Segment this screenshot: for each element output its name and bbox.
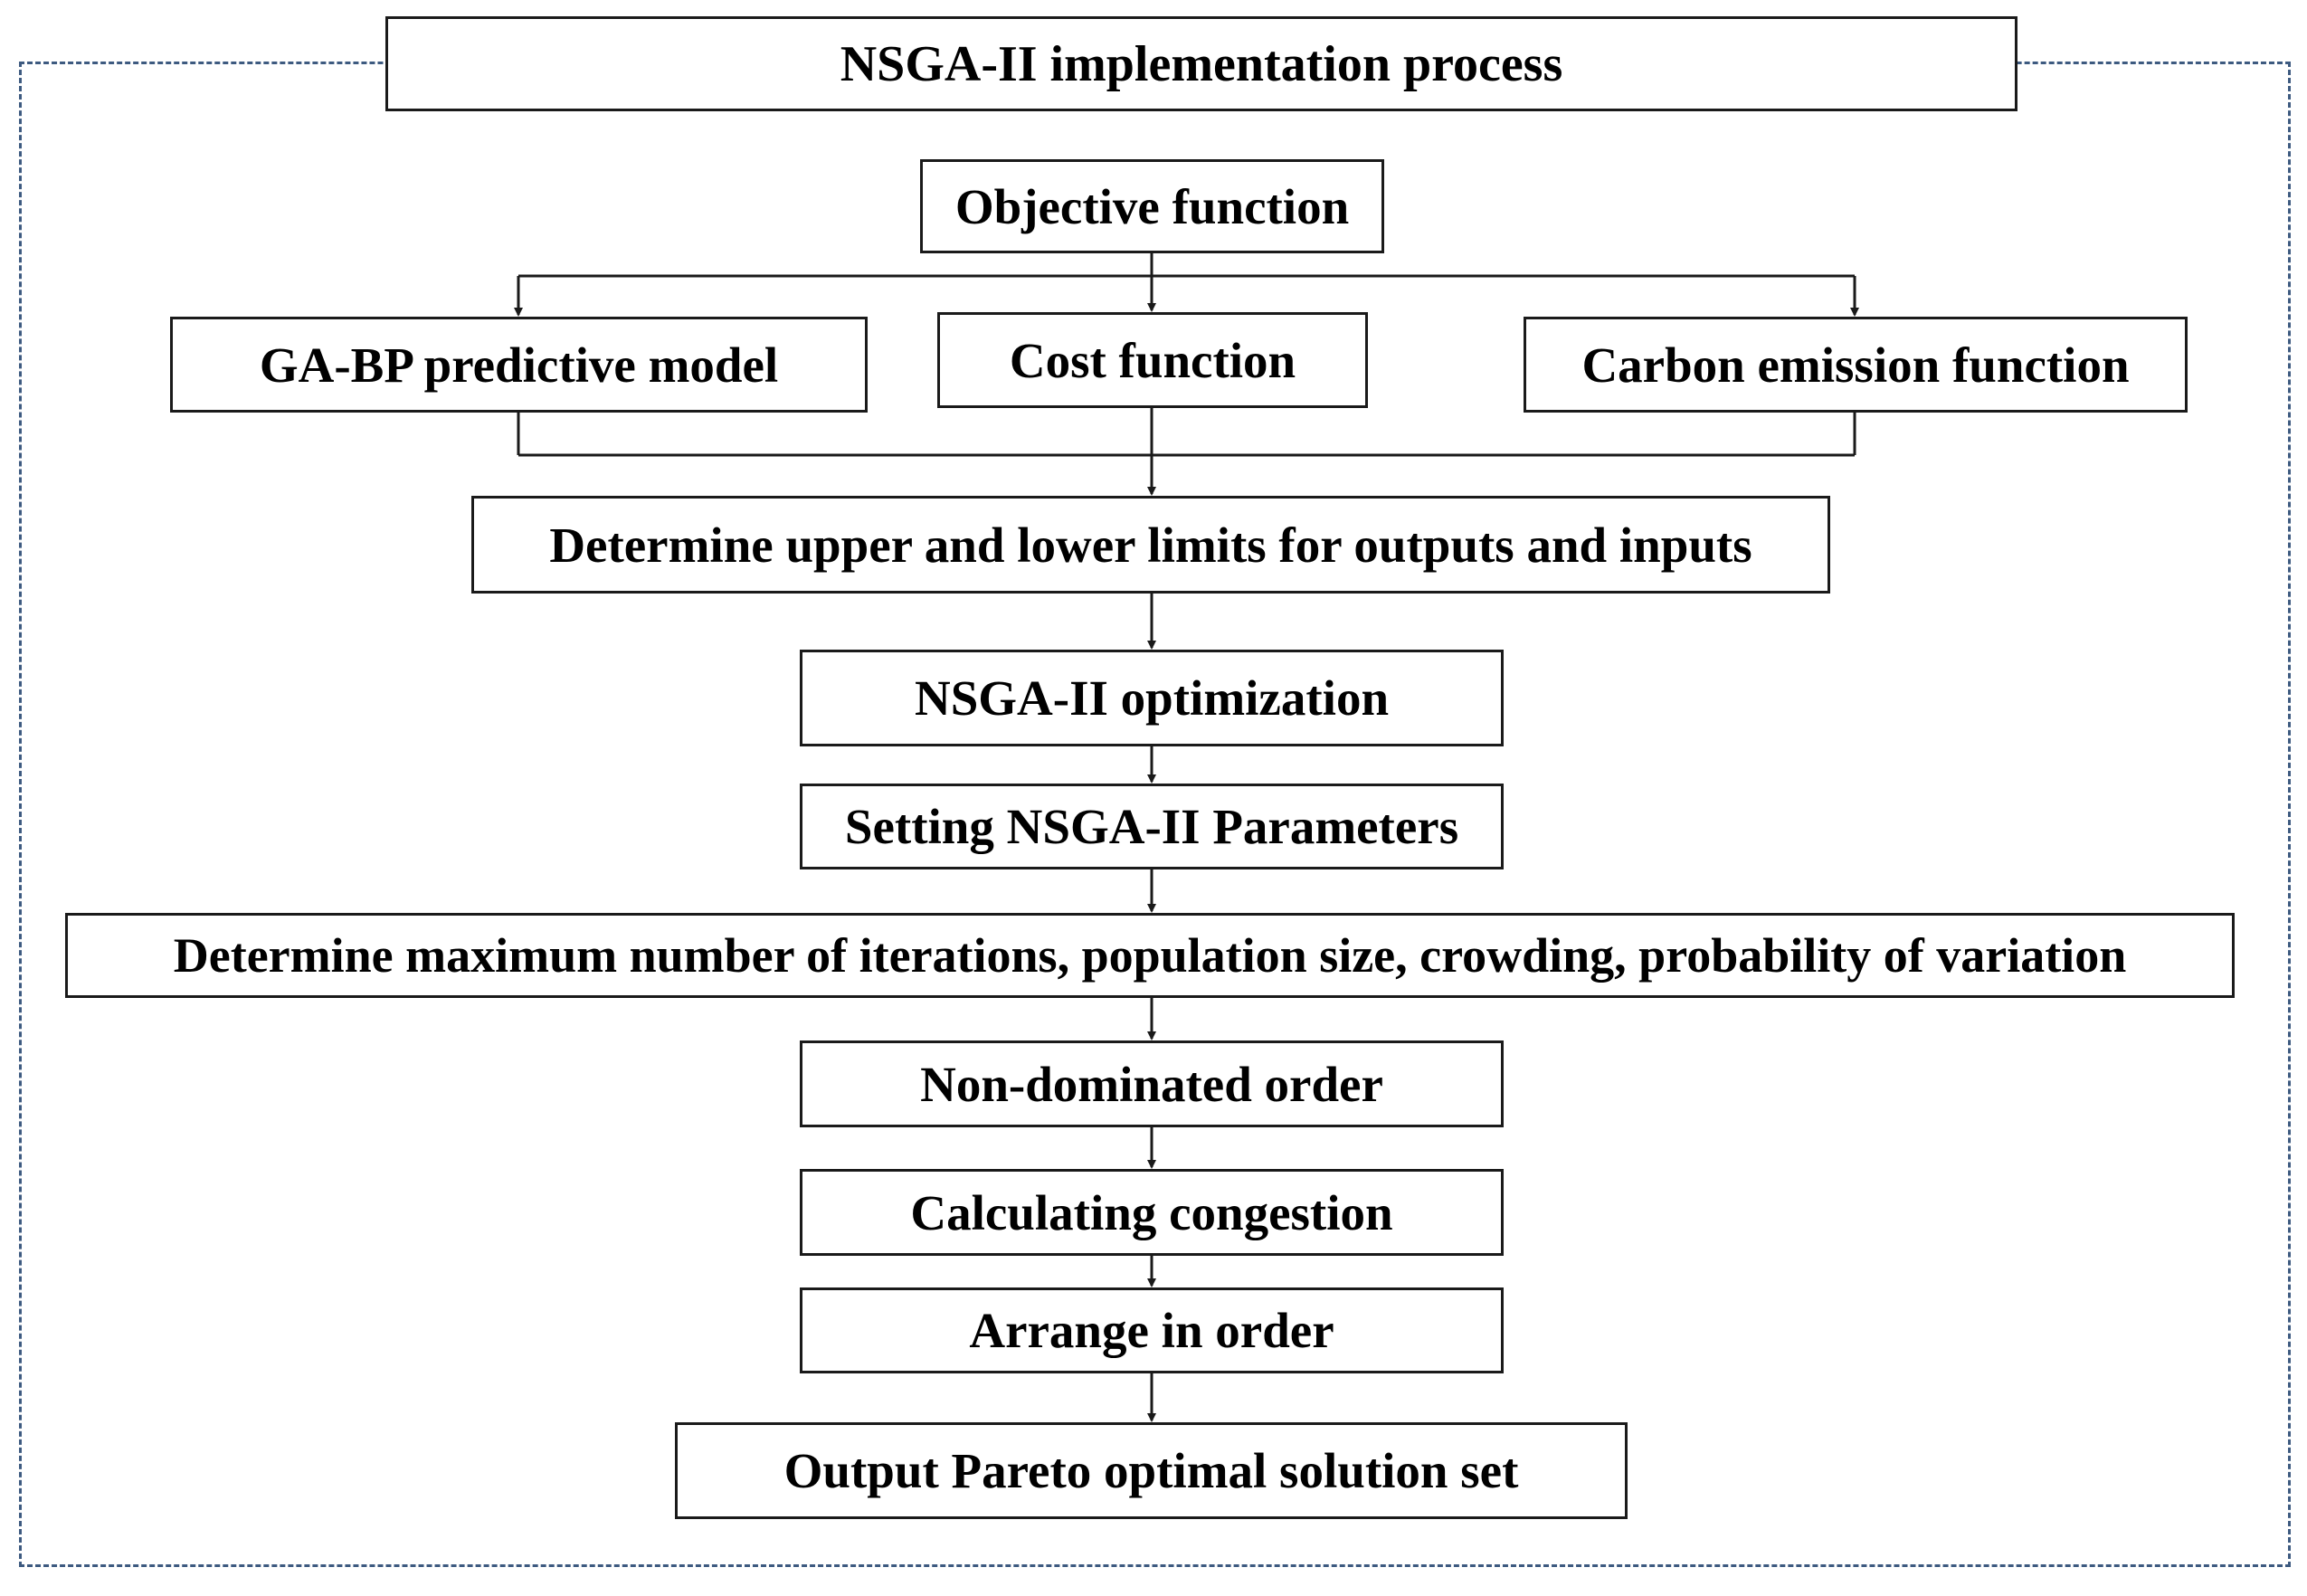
node-nsga-ii-optimization: NSGA-II optimization: [800, 650, 1504, 746]
node-calculating-congestion: Calculating congestion: [800, 1169, 1504, 1256]
node-ga-bp-predictive-model: GA-BP predictive model: [170, 317, 868, 413]
node-objective-function: Objective function: [920, 159, 1384, 253]
node-determine-parameters: Determine maximum number of iterations, …: [65, 913, 2235, 998]
node-setting-parameters: Setting NSGA-II Parameters: [800, 784, 1504, 869]
node-non-dominated-order: Non-dominated order: [800, 1040, 1504, 1127]
node-cost-function: Cost function: [937, 312, 1368, 408]
node-output-pareto-set: Output Pareto optimal solution set: [675, 1422, 1628, 1519]
node-arrange-in-order: Arrange in order: [800, 1287, 1504, 1373]
diagram-title: NSGA-II implementation process: [385, 16, 2017, 111]
node-carbon-emission-function: Carbon emission function: [1524, 317, 2188, 413]
node-determine-limits: Determine upper and lower limits for out…: [471, 496, 1830, 594]
